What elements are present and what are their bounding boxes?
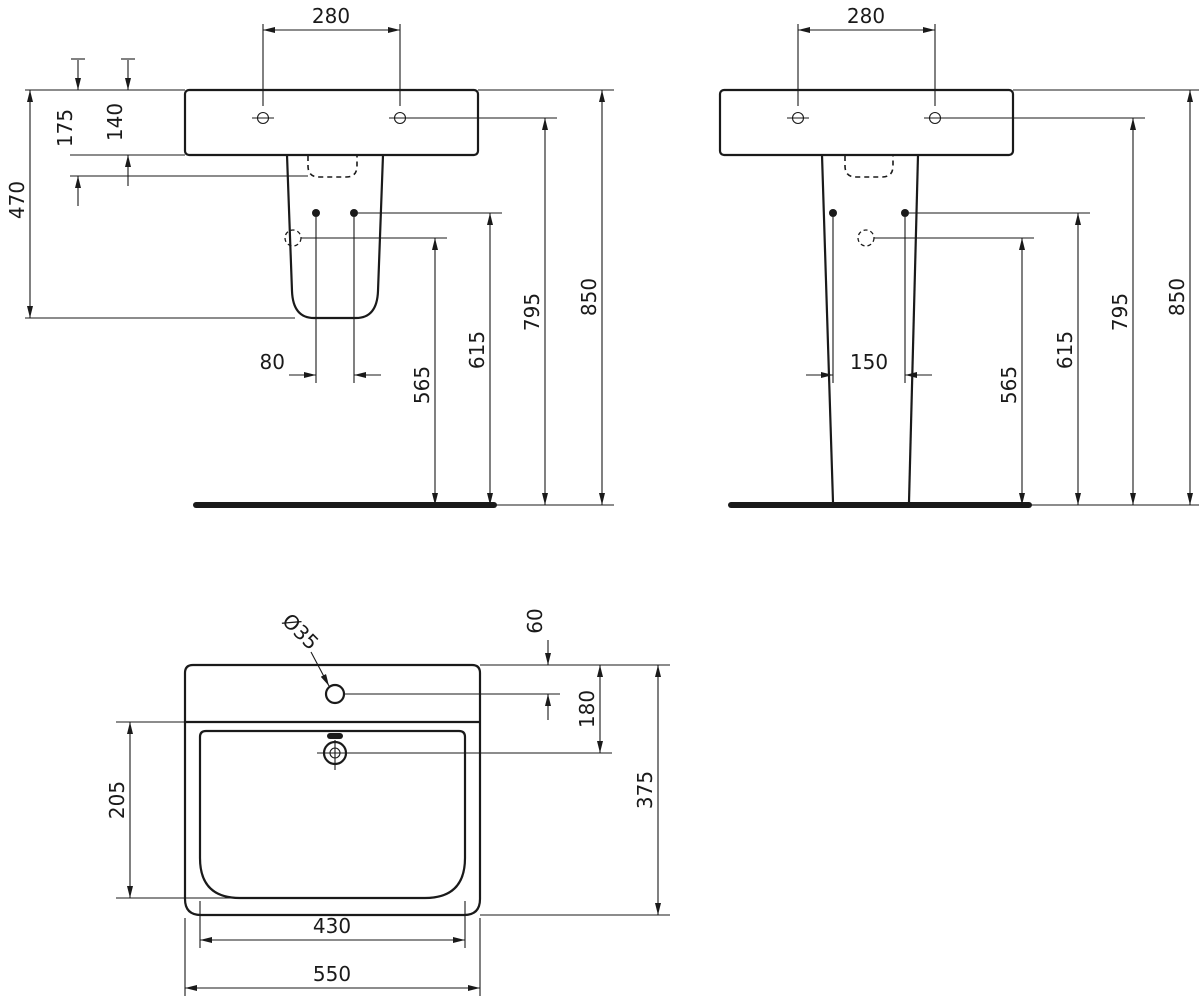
dim-label-hole-diameter: Ø35 [277, 609, 323, 655]
dim-label-180: 180 [575, 690, 599, 728]
dim-label-850-full: 850 [1165, 278, 1189, 316]
fixing-holes [312, 209, 358, 383]
dim-label-140: 140 [103, 103, 127, 141]
plan-view: Ø35 60 180 375 205 430 550 [105, 608, 670, 996]
dim-label-430: 430 [313, 914, 351, 938]
dim-label-375: 375 [633, 771, 657, 809]
tap-hole-right-icon-2 [924, 111, 946, 125]
trap-recess-hidden-outline-2 [844, 156, 894, 178]
dim-label-175: 175 [53, 109, 77, 147]
tap-hole-plan-icon [324, 683, 346, 705]
semi-pedestal-outline [285, 154, 385, 320]
tap-hole-left-icon-2 [787, 111, 809, 125]
basin-front-outline [183, 88, 480, 157]
tap-hole-left-icon [252, 111, 274, 125]
trap-recess-hidden-outline [307, 156, 358, 178]
dimension-lines-plan [116, 640, 670, 996]
dim-label-565-full: 565 [997, 366, 1021, 404]
front-view-full-pedestal: 280 150 565 615 795 850 [718, 4, 1199, 508]
bowl-inner-outline [198, 729, 467, 900]
dimension-lines-semi [25, 24, 614, 505]
dim-label-795-full: 795 [1108, 293, 1132, 331]
waste-outlet-hidden-circle [284, 229, 302, 247]
dim-label-615-full: 615 [1053, 331, 1077, 369]
dim-label-80: 80 [260, 350, 285, 374]
waste-outlet-hidden-circle-2 [857, 229, 875, 247]
fixing-holes-2 [829, 209, 909, 383]
dim-label-850-semi: 850 [577, 278, 601, 316]
dim-label-470: 470 [5, 181, 29, 219]
dim-label-205: 205 [105, 781, 129, 819]
dim-label-280-semi: 280 [312, 4, 350, 28]
overflow-slot-icon [327, 733, 343, 739]
dimension-lines-full [797, 24, 1199, 505]
dim-label-565-semi: 565 [410, 366, 434, 404]
dim-label-60: 60 [523, 608, 547, 633]
dim-label-150: 150 [850, 350, 888, 374]
full-pedestal-outline [820, 154, 920, 503]
tap-hole-right-icon [389, 111, 411, 125]
dim-label-280-full: 280 [847, 4, 885, 28]
dim-label-615-semi: 615 [465, 331, 489, 369]
basin-plan-outline [183, 663, 482, 917]
dim-label-550: 550 [313, 962, 351, 986]
dim-label-795-semi: 795 [520, 293, 544, 331]
front-view-semi-pedestal: 280 175 140 470 80 565 615 795 850 [5, 4, 614, 508]
basin-front-outline-2 [718, 88, 1015, 157]
waste-drain-icon [317, 740, 353, 770]
